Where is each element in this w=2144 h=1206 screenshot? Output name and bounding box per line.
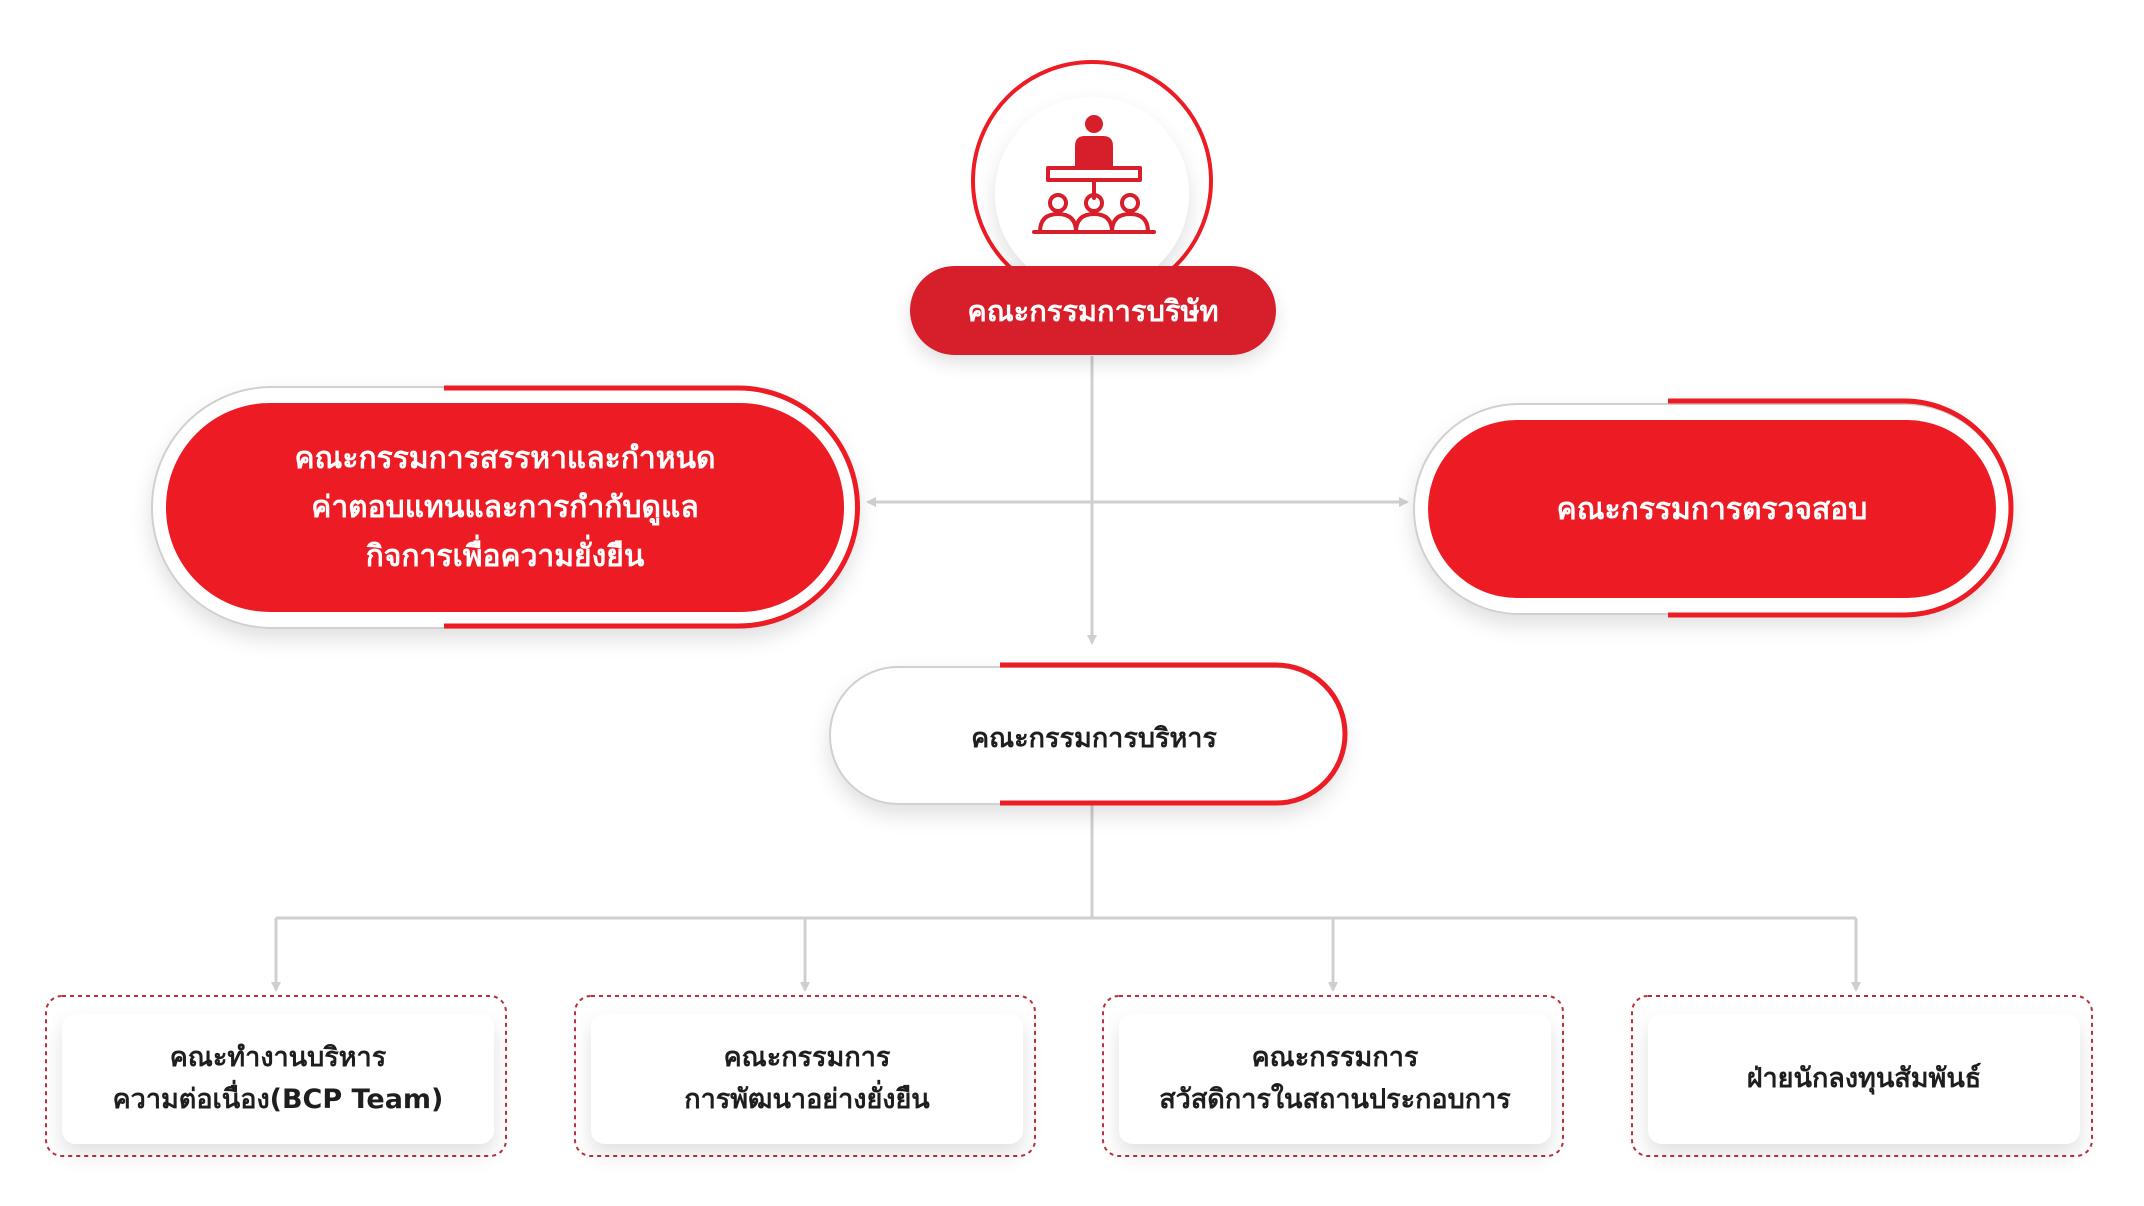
meeting-icon <box>1032 115 1156 234</box>
right-committee-pill <box>1413 398 2014 618</box>
nomination-remuneration-committee-label: คณะกรรมการสรรหาและกำหนด ค่าตอบแทนและการก… <box>294 441 716 574</box>
investor-relations-label: ฝ่ายนักลงทุนสัมพันธ์ <box>1746 1063 1982 1094</box>
executive-accent-bottom <box>1000 733 1348 806</box>
board-label: คณะกรรมการบริษัท <box>910 266 1276 355</box>
sustainability-committee-label: คณะกรรมการ การพัฒนาอย่างยั่งยืน <box>684 1042 930 1115</box>
executive-accent-top <box>1000 662 1348 735</box>
executive-pill <box>829 662 1348 806</box>
card-2-frame <box>574 995 1036 1157</box>
right-pill-accent-top <box>1668 398 2014 509</box>
connector-lines <box>271 356 1861 992</box>
welfare-committee-label: คณะกรรมการ สวัสดิการในสถานประกอบการ <box>1159 1042 1511 1115</box>
left-pill-accent-top <box>444 385 860 508</box>
executive-committee-label: คณะกรรมการบริหาร <box>971 723 1217 754</box>
board-circle <box>971 60 1213 302</box>
left-pill-accent-bottom <box>444 507 860 629</box>
card-3-frame <box>1102 995 1564 1157</box>
card-1-frame <box>45 995 507 1157</box>
right-pill-accent-bottom <box>1668 507 2014 618</box>
left-committee-pill <box>151 385 860 629</box>
audit-committee-label: คณะกรรมการตรวจสอบ <box>1556 491 1868 527</box>
card-4-frame <box>1631 995 2093 1157</box>
sub-unit-cards <box>45 995 2093 1157</box>
bcp-team-label: คณะทำงานบริหาร ความต่อเนื่อง(BCP Team) <box>112 1042 444 1115</box>
